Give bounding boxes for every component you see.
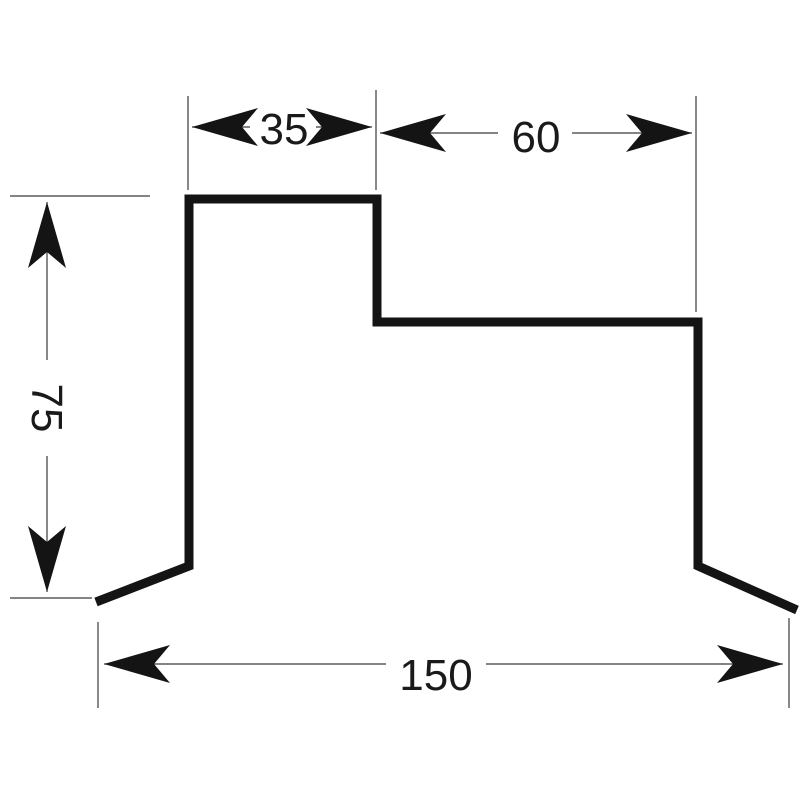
arrowhead-right xyxy=(626,114,692,152)
dimension-35: 35 xyxy=(192,105,372,154)
dimension-label-75: 75 xyxy=(22,384,71,433)
arrowhead-bottom xyxy=(28,526,66,592)
dimension-label-60: 60 xyxy=(512,113,561,162)
arrowhead-left xyxy=(104,645,170,683)
dimension-label-150: 150 xyxy=(399,651,472,700)
profile-outline xyxy=(94,194,799,615)
dimension-label-35: 35 xyxy=(260,105,309,154)
arrowhead-right xyxy=(306,108,372,146)
arrowhead-top xyxy=(28,202,66,268)
arrowhead-left xyxy=(380,114,446,152)
dimension-75: 75 xyxy=(22,202,71,592)
dimension-60: 60 xyxy=(380,113,692,162)
arrowhead-right xyxy=(717,645,783,683)
arrowhead-left xyxy=(192,108,258,146)
dimension-150: 150 xyxy=(104,645,783,700)
